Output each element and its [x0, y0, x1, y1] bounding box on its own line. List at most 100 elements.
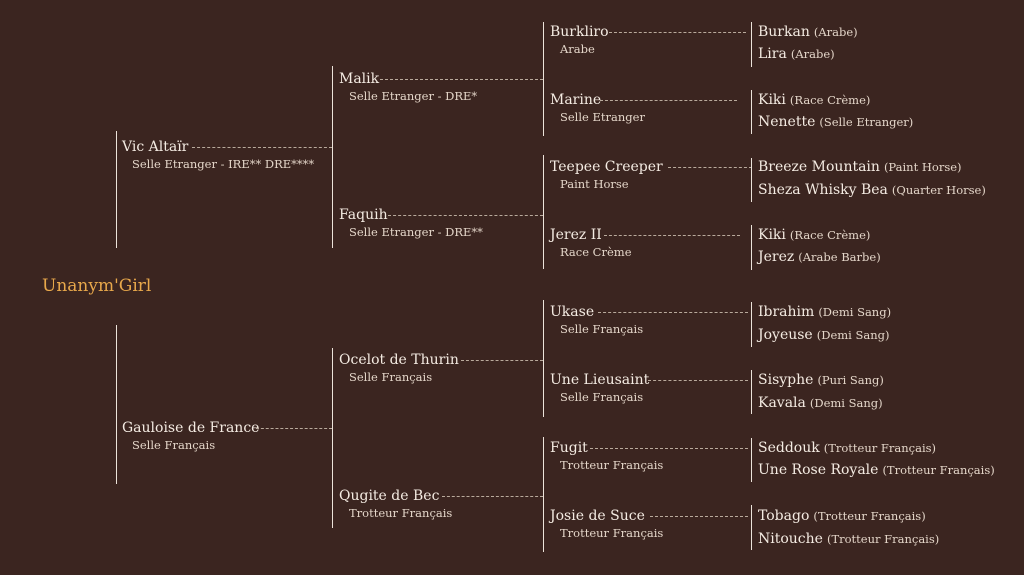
- gen3-horse-5-breed: Selle Français: [560, 322, 644, 336]
- gen4-horse-14-name: Une Rose Royale: [758, 462, 879, 478]
- gen4-horse-2-name: Lira: [758, 46, 787, 62]
- gen3-connector-7: [590, 448, 748, 449]
- gen4-horse-10: Joyeuse(Demi Sang): [758, 326, 889, 344]
- gen3-horse-4: Jerez II Race Crème: [550, 226, 632, 260]
- gen3-connector-5: [598, 312, 748, 313]
- gen3-horse-1: Burkliro Arabe: [550, 23, 609, 57]
- gen4-horse-15: Tobago(Trotteur Français): [758, 507, 926, 525]
- gen4-horse-9-breed: (Demi Sang): [818, 305, 892, 319]
- gen3-horse-1-name: Burkliro: [550, 24, 609, 40]
- gen4-horse-10-breed: (Demi Sang): [816, 328, 890, 342]
- gen4-horse-12: Kavala(Demi Sang): [758, 394, 883, 412]
- gen4-horse-5-name: Breeze Mountain: [758, 159, 880, 175]
- gen1-dam-connector: [256, 428, 332, 429]
- gen4-horse-16: Nitouche(Trotteur Français): [758, 530, 939, 548]
- gen3-horse-2-breed: Selle Etranger: [560, 110, 645, 124]
- gen3-horse-3-name: Teepee Creeper: [550, 159, 663, 175]
- gen4-horse-3-breed: (Race Crème): [789, 93, 871, 107]
- gen4-horse-6-name: Sheza Whisky Bea: [758, 182, 888, 198]
- subject-horse-name: Unanym'Girl: [42, 276, 152, 296]
- gen3-horse-4-breed: Race Crème: [560, 245, 632, 259]
- gen4-horse-14-breed: (Trotteur Français): [882, 463, 995, 477]
- gen1-dam-breed: Selle Français: [132, 438, 216, 452]
- gen2-horse-4-breed: Trotteur Français: [349, 506, 453, 520]
- gen3-horse-5-name: Ukase: [550, 304, 595, 320]
- gen4-horse-8-breed: (Arabe Barbe): [798, 250, 881, 264]
- gen4-horse-5-breed: (Paint Horse): [883, 160, 962, 174]
- gen3-horse-1-breed: Arabe: [560, 42, 595, 56]
- gen4-horse-4-name: Nenette: [758, 114, 816, 130]
- gen4-horse-8-name: Jerez: [758, 249, 795, 265]
- gen3-horse-6-name: Une Lieusaint: [550, 372, 650, 388]
- gen4-horse-10-name: Joyeuse: [758, 327, 813, 343]
- gen4-horse-6: Sheza Whisky Bea(Quarter Horse): [758, 181, 986, 199]
- gen4-horse-11-breed: (Puri Sang): [817, 373, 884, 387]
- gen4-horse-3: Kiki(Race Crème): [758, 91, 870, 109]
- gen2-horse-1: Malik Selle Etranger - DRE*: [339, 70, 477, 104]
- gen4-horse-4: Nenette(Selle Etranger): [758, 113, 913, 131]
- gen4-horse-6-breed: (Quarter Horse): [891, 183, 986, 197]
- gen3-horse-2: Marine Selle Etranger: [550, 91, 645, 125]
- gen4-horse-3-name: Kiki: [758, 92, 786, 108]
- gen4-bracket-6: [751, 370, 752, 414]
- gen4-horse-4-breed: (Selle Etranger): [819, 115, 914, 129]
- gen4-horse-1-breed: (Arabe): [813, 25, 858, 39]
- gen3-bracket-4: [543, 437, 544, 552]
- gen3-connector-2: [600, 100, 737, 101]
- gen2-horse-2: Faquih Selle Etranger - DRE**: [339, 206, 483, 240]
- gen2-connector-3: [461, 360, 543, 361]
- gen2-horse-2-breed: Selle Etranger - DRE**: [349, 225, 483, 239]
- gen4-bracket-1: [751, 22, 752, 67]
- gen3-horse-7-name: Fugit: [550, 440, 588, 456]
- gen2-bracket-1: [332, 66, 333, 248]
- gen2-horse-3-breed: Selle Français: [349, 370, 433, 384]
- gen1-sire-name: Vic Altaïr: [122, 139, 189, 155]
- gen2-horse-3: Ocelot de Thurin Selle Français: [339, 351, 459, 385]
- gen4-horse-13: Seddouk(Trotteur Français): [758, 439, 936, 457]
- gen1-dam-name: Gauloise de France: [122, 420, 260, 436]
- gen2-horse-2-name: Faquih: [339, 207, 388, 223]
- gen2-connector-1: [380, 79, 543, 80]
- gen4-horse-13-name: Seddouk: [758, 440, 820, 456]
- gen4-bracket-3: [751, 158, 752, 202]
- gen4-bracket-8: [751, 505, 752, 550]
- gen4-horse-15-name: Tobago: [758, 508, 810, 524]
- gen4-horse-16-name: Nitouche: [758, 531, 823, 547]
- gen3-connector-1: [609, 32, 746, 33]
- gen2-horse-3-name: Ocelot de Thurin: [339, 352, 459, 368]
- gen3-horse-8-breed: Trotteur Français: [560, 526, 664, 540]
- gen4-bracket-5: [751, 302, 752, 347]
- gen3-horse-5: Ukase Selle Français: [550, 303, 643, 337]
- gen4-horse-12-name: Kavala: [758, 395, 806, 411]
- gen3-horse-6: Une Lieusaint Selle Français: [550, 371, 649, 405]
- gen3-horse-8: Josie de Suce Trotteur Français: [550, 507, 663, 541]
- gen2-horse-1-name: Malik: [339, 71, 380, 87]
- gen4-horse-8: Jerez(Arabe Barbe): [758, 248, 881, 266]
- gen1-sire-connector: [192, 147, 332, 148]
- gen4-horse-1: Burkan(Arabe): [758, 23, 858, 41]
- gen4-horse-5: Breeze Mountain(Paint Horse): [758, 158, 962, 176]
- gen3-horse-3: Teepee Creeper Paint Horse: [550, 158, 663, 192]
- gen4-horse-15-breed: (Trotteur Français): [813, 509, 926, 523]
- gen4-bracket-4: [751, 225, 752, 270]
- gen3-connector-4: [604, 235, 740, 236]
- gen4-horse-11: Sisyphe(Puri Sang): [758, 371, 884, 389]
- gen2-horse-4: Qugite de Bec Trotteur Français: [339, 487, 452, 521]
- gen4-horse-2: Lira(Arabe): [758, 45, 835, 63]
- gen3-bracket-1: [543, 22, 544, 136]
- gen1-dam-bracket: [116, 325, 117, 484]
- gen1-sire: Vic Altaïr Selle Etranger - IRE** DRE***…: [122, 138, 314, 172]
- gen4-horse-16-breed: (Trotteur Français): [826, 532, 940, 546]
- gen4-horse-7-name: Kiki: [758, 227, 786, 243]
- gen4-bracket-7: [751, 438, 752, 482]
- gen1-sire-bracket: [116, 131, 117, 248]
- gen4-bracket-2: [751, 90, 752, 134]
- gen4-horse-1-name: Burkan: [758, 24, 810, 40]
- gen3-horse-8-name: Josie de Suce: [550, 508, 645, 524]
- gen4-horse-9: Ibrahim(Demi Sang): [758, 303, 891, 321]
- gen4-horse-11-name: Sisyphe: [758, 372, 814, 388]
- gen4-horse-13-breed: (Trotteur Français): [823, 441, 937, 455]
- gen2-horse-4-name: Qugite de Bec: [339, 488, 440, 504]
- gen3-horse-6-breed: Selle Français: [560, 390, 644, 404]
